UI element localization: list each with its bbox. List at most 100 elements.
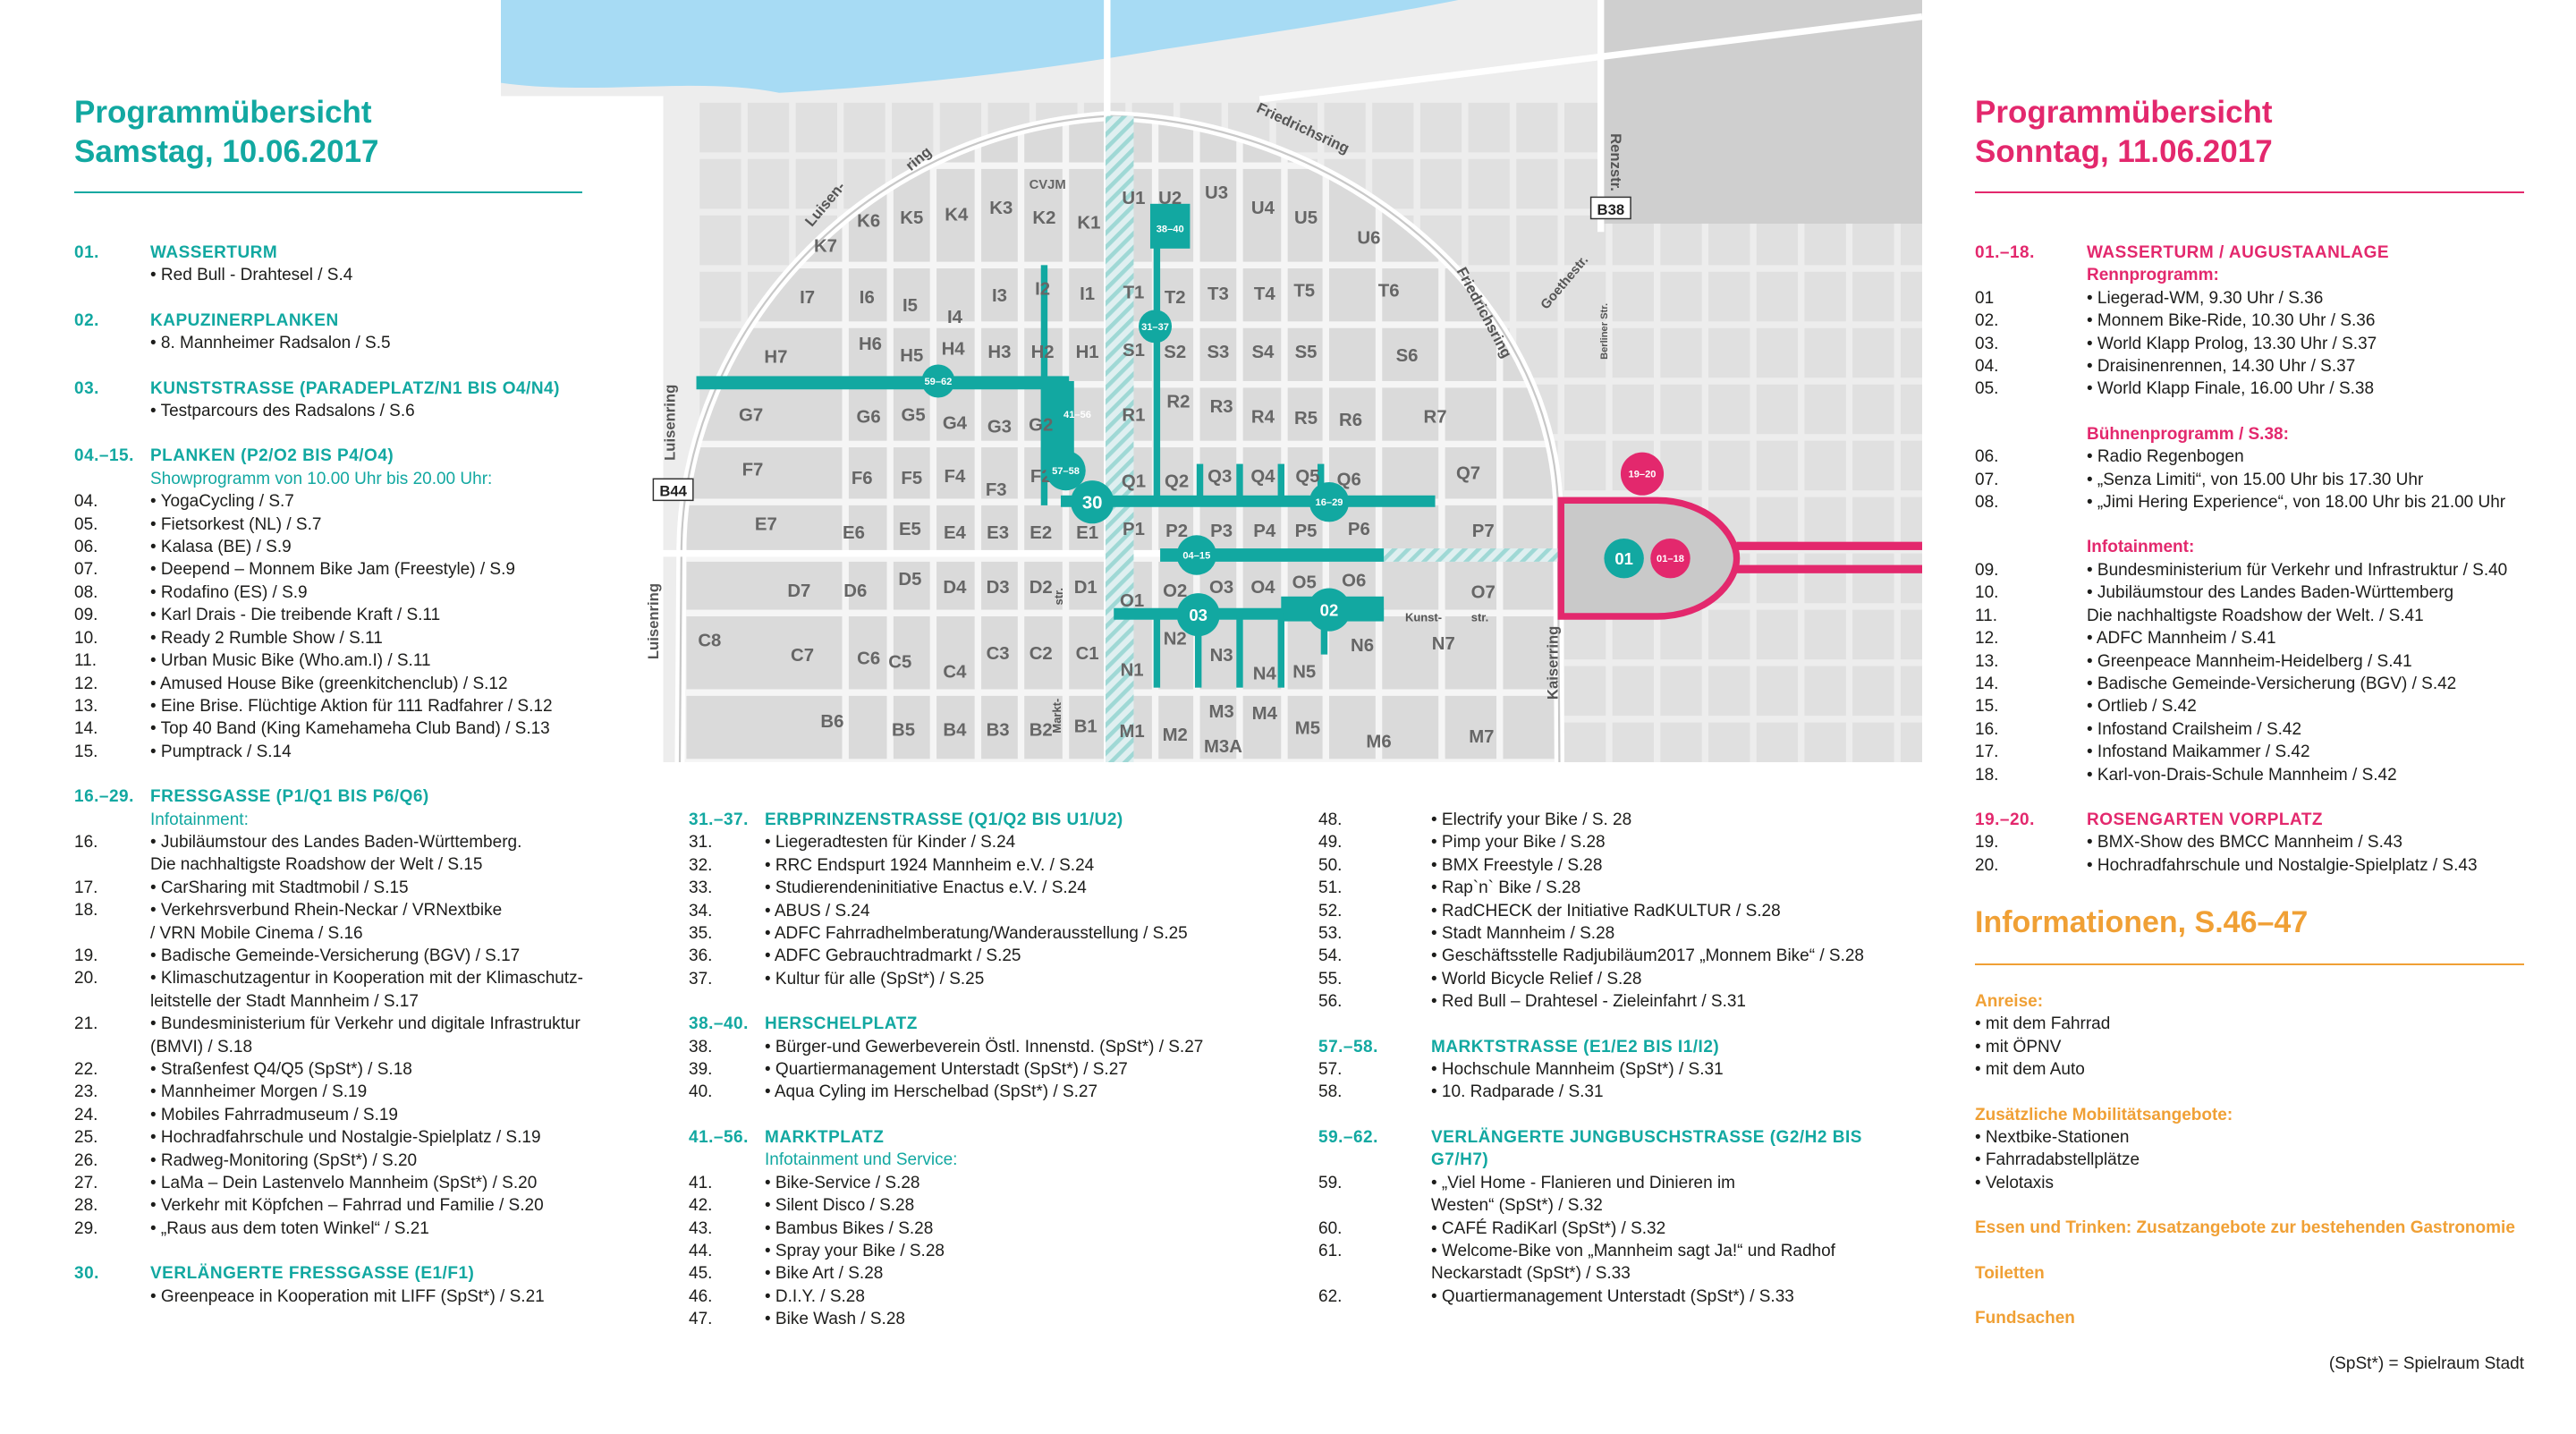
- location-marker[interactable]: 02: [1307, 588, 1352, 632]
- block: [1852, 440, 1894, 491]
- item-text: • Urban Music Bike (Who.am.I) / S.11: [150, 651, 431, 671]
- program-item: 31.• Liegeradtesten für Kinder / S.24: [689, 831, 1297, 853]
- item-number: 59.: [1318, 1173, 1343, 1192]
- location-marker[interactable]: 04–15: [1176, 535, 1217, 575]
- block: [699, 158, 741, 209]
- section-heading: 19.–20.ROSENGARTEN VORPLATZ: [1975, 809, 2565, 831]
- city-block: [1024, 616, 1063, 690]
- city-block: [686, 505, 843, 556]
- section-title: ERBPRINZENSTRASSE (Q1/Q2 BIS U1/U2): [765, 810, 1123, 829]
- block-label: N7: [1432, 634, 1455, 654]
- item-number: 05.: [1975, 379, 1999, 399]
- location-marker[interactable]: 01: [1604, 538, 1644, 579]
- item-text: Die nachhaltigste Roadshow der Welt. / S…: [2087, 606, 2424, 625]
- marker-circle: [1176, 535, 1217, 575]
- location-marker[interactable]: 38–40: [1157, 225, 1184, 235]
- section-title: VERLÄNGERTE JUNGBUSCHSTRASSE (G2/H2 BIS …: [1431, 1127, 1862, 1170]
- block-label: K4: [945, 205, 969, 225]
- block-label: R3: [1210, 397, 1233, 417]
- footnote: (SpSt*) = Spielraum Stadt: [2328, 1354, 2524, 1373]
- location-marker[interactable]: 31–37: [1139, 310, 1173, 344]
- item-number: 56.: [1318, 992, 1343, 1012]
- program-section: 57.–58.MARKTSTRASSE (E1/E2 BIS I1/I2)57.…: [1318, 1036, 1927, 1104]
- item-text: • Infostand Crailsheim / S.42: [2087, 719, 2302, 739]
- info-divider: [1975, 963, 2524, 965]
- city-block: [893, 695, 930, 759]
- augustaanlage-route: [1736, 541, 1922, 550]
- program-item: 01• Liegerad-WM, 9.30 Uhr / S.36: [1975, 287, 2565, 310]
- program-item: 56.• Red Bull – Drahtesel - Zieleinfahrt…: [1318, 990, 1927, 1013]
- item-number: 52.: [1318, 901, 1343, 921]
- block: [1804, 666, 1846, 717]
- marker-label: 01: [1614, 549, 1633, 568]
- program-section: 30.VERLÄNGERTE FRESSGASSE (E1/F1)• Green…: [74, 1262, 611, 1308]
- block-label: N1: [1121, 661, 1144, 681]
- city-block: [1382, 327, 1439, 381]
- block: [1468, 102, 1510, 153]
- item-text: • Hochschule Mannheim (SpSt*) / S.31: [1431, 1060, 1724, 1080]
- block-label: M4: [1252, 704, 1278, 724]
- block-label: P2: [1165, 522, 1188, 541]
- program-item: 17.• Infostand Maikammer / S.42: [1975, 741, 2565, 763]
- block-label: E7: [755, 515, 777, 535]
- item-number: 37.: [689, 969, 713, 989]
- city-block: [686, 447, 843, 499]
- block-label: P1: [1123, 520, 1145, 539]
- location-marker[interactable]: 19–20: [1620, 452, 1665, 496]
- location-marker[interactable]: 30: [1071, 480, 1114, 524]
- block: [699, 215, 741, 266]
- marker-label: 19–20: [1629, 470, 1657, 480]
- program-item: 38.• Bürger-und Gewerbeverein Östl. Inne…: [689, 1036, 1297, 1058]
- block-label: C1: [1076, 644, 1099, 664]
- mobility-item: • Nextbike-Stationen: [1975, 1128, 2130, 1148]
- block: [1852, 609, 1894, 660]
- city-block: [1024, 561, 1063, 610]
- city-block: [936, 268, 975, 322]
- street-label: Kaiserring: [1545, 626, 1562, 700]
- subheading-text: Bühnenprogramm / S.38:: [2087, 424, 2289, 444]
- city-block: [1158, 387, 1194, 441]
- city-block: [848, 387, 887, 441]
- block: [1708, 666, 1750, 717]
- item-number: 13.: [1975, 651, 1999, 671]
- item-number: 11.: [74, 651, 97, 671]
- program-item: 28.• Verkehr mit Köpfchen – Fahrrad und …: [74, 1194, 611, 1217]
- program-item: 42.• Silent Disco / S.28: [689, 1194, 1297, 1217]
- program-item: 07.• Deepend – Monnem Bike Jam (Freestyl…: [74, 558, 611, 581]
- city-block: [1503, 695, 1555, 759]
- city-block: [936, 505, 975, 556]
- item-number: 20.: [1975, 855, 1999, 875]
- item-number: 48.: [1318, 810, 1343, 829]
- city-block: [1503, 616, 1555, 690]
- city-block: [848, 505, 887, 556]
- location-marker[interactable]: 57–58: [1046, 450, 1086, 491]
- item-number: 22.: [74, 1060, 98, 1079]
- program-item: 10.• Jubiläumstour des Landes Baden-Würt…: [1975, 581, 2565, 604]
- location-marker[interactable]: 16–29: [1309, 481, 1350, 522]
- section-title: ROSENGARTEN VORPLATZ: [2087, 810, 2324, 829]
- block-label: H1: [1076, 343, 1099, 362]
- subheading: Infotainment und Service:: [689, 1149, 1297, 1171]
- block: [1900, 553, 1922, 604]
- location-marker[interactable]: 41–56: [1063, 410, 1091, 420]
- city-block: [1242, 387, 1282, 441]
- item-text: • Spray your Bike / S.28: [765, 1241, 945, 1260]
- location-marker[interactable]: 01–18: [1650, 538, 1690, 579]
- item-number: 43.: [689, 1218, 713, 1238]
- toilets-heading: Toiletten: [1975, 1263, 2045, 1283]
- marker-circle: [1650, 538, 1690, 579]
- city-block: [848, 616, 887, 690]
- subheading: Bühnenprogramm / S.38:: [1975, 423, 2565, 445]
- city-block: [1158, 447, 1194, 499]
- block: [1852, 271, 1894, 322]
- item-text: • RRC Endspurt 1924 Mannheim e.V. / S.24: [765, 855, 1095, 875]
- city-block: [1382, 561, 1439, 610]
- block: [795, 158, 837, 209]
- program-section: 02.KAPUZINERPLANKEN• 8. Mannheimer Radsa…: [74, 310, 611, 355]
- location-marker[interactable]: 03: [1176, 593, 1220, 637]
- program-item: 04.• Draisinenrennen, 14.30 Uhr / S.37: [1975, 355, 2565, 378]
- block: [1612, 384, 1654, 435]
- section-title: VERLÄNGERTE FRESSGASSE (E1/F1): [150, 1264, 475, 1284]
- location-marker[interactable]: 59–62: [921, 364, 955, 398]
- city-block: [1199, 327, 1237, 381]
